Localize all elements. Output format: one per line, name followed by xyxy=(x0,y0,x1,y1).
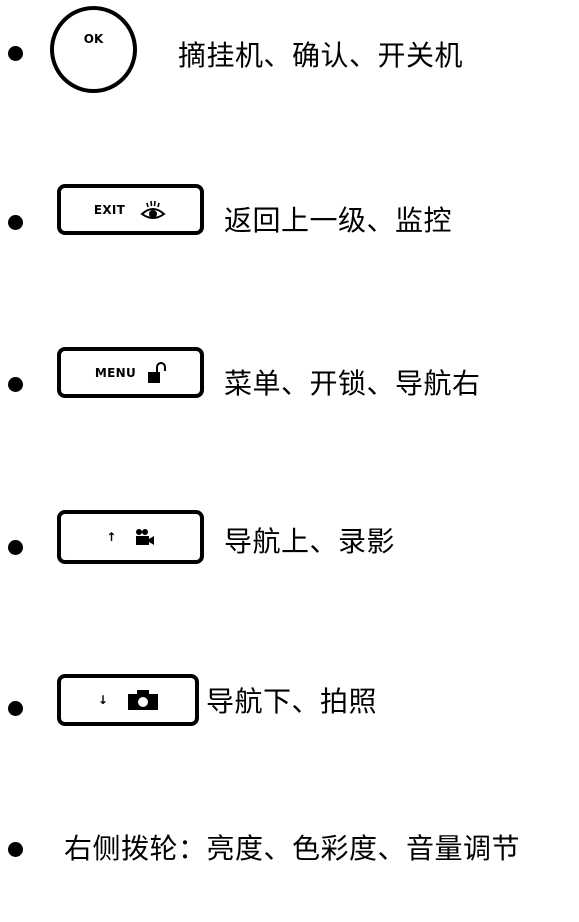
key-row-menu: MENU 菜单、开锁、导航右 xyxy=(0,330,579,440)
bullet xyxy=(8,701,23,716)
key-row-down: ↓ 导航下、拍照 xyxy=(0,662,579,772)
key-row-ok: OK 摘挂机、确认、开关机 xyxy=(0,6,579,116)
ok-button[interactable]: OK xyxy=(50,6,137,93)
key-row-exit: EXIT 返回上一级、监控 xyxy=(0,170,579,280)
ok-button-label: OK xyxy=(83,32,104,46)
menu-description: 菜单、开锁、导航右 xyxy=(224,367,481,400)
exit-button[interactable]: EXIT xyxy=(57,184,204,235)
bullet xyxy=(8,377,23,392)
up-arrow-label: ↑ xyxy=(106,530,117,544)
camera-icon xyxy=(128,690,159,710)
unlock-icon xyxy=(148,361,167,384)
menu-button-label: MENU xyxy=(94,365,137,380)
exit-description: 返回上一级、监控 xyxy=(224,204,453,237)
bullet xyxy=(8,215,23,230)
bullet xyxy=(8,842,23,857)
down-arrow-label: ↓ xyxy=(97,693,109,707)
eye-icon xyxy=(139,199,167,221)
up-button[interactable]: ↑ xyxy=(57,510,204,564)
ok-description: 摘挂机、确认、开关机 xyxy=(178,39,464,72)
wheel-description: 右侧拨轮：亮度、色彩度、音量调节 xyxy=(64,832,521,865)
bullet xyxy=(8,540,23,555)
key-row-up: ↑ 导航上、录影 xyxy=(0,500,579,610)
exit-button-label: EXIT xyxy=(93,202,126,217)
menu-button[interactable]: MENU xyxy=(57,347,204,398)
down-button[interactable]: ↓ xyxy=(57,674,199,726)
up-description: 导航上、录影 xyxy=(224,525,396,558)
wheel-row: 右侧拨轮：亮度、色彩度、音量调节 xyxy=(0,812,579,922)
down-description: 导航下、拍照 xyxy=(206,685,378,718)
bullet xyxy=(8,46,23,61)
camcorder-icon xyxy=(135,528,155,546)
